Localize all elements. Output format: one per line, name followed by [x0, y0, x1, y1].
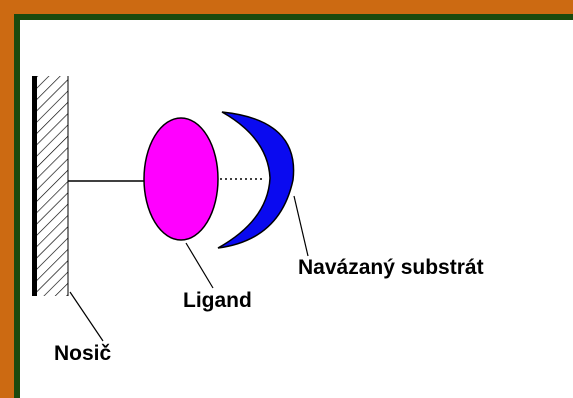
frame-top-accent [0, 0, 573, 14]
substrate-shape [217, 111, 295, 249]
carrier-hatching [36, 76, 68, 296]
frame-left-accent [0, 0, 14, 398]
substrate-pointer [293, 195, 309, 257]
ligand-label: Ligand [183, 289, 252, 312]
carrier-label: Nosič [54, 342, 112, 365]
ligand-shape [143, 117, 219, 241]
carrier-edge [32, 76, 37, 296]
carrier-pointer [69, 291, 104, 342]
ligand-pointer [185, 242, 214, 289]
substrate-label: Navázaný substrát [298, 256, 484, 279]
